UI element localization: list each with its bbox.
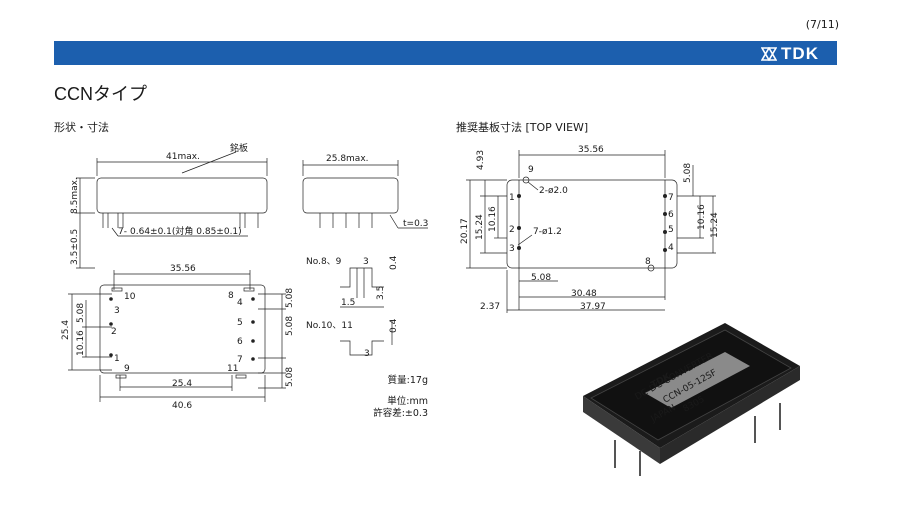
page-indicator: (7/11) — [805, 18, 839, 31]
pin-label: 8 — [228, 291, 234, 301]
header-band: TDK — [54, 41, 837, 65]
pcb-pin-label: 5 — [668, 225, 674, 235]
end-view-body — [302, 177, 399, 214]
dim-detail-3b: 3 — [364, 349, 370, 359]
dim-pcb-508: 5.08 — [683, 163, 693, 183]
pin-detail-label-b: No.10、11 — [306, 321, 353, 331]
pcb-pin-label: 6 — [668, 210, 674, 220]
dim-pcb-237: 2.37 — [480, 302, 500, 312]
dim-pcb-top-pitch: 35.56 — [578, 145, 604, 155]
dim-pin-standoff: 3.5±0.5 — [70, 229, 80, 265]
section-recommended-pcb: 推奨基板寸法 [TOP VIEW] — [456, 121, 589, 134]
pcb-pin-label: 7 — [668, 193, 674, 203]
note-tolerance: 許容差:±0.3 — [373, 408, 428, 419]
label-hole-small: 7-ø1.2 — [533, 227, 562, 237]
dim-pcb-2017: 20.17 — [460, 218, 470, 244]
pin-label: 7 — [237, 355, 243, 365]
dim-detail-04b: 0.4 — [389, 318, 399, 333]
section-shape-dimensions: 形状・寸法 — [54, 121, 109, 134]
dim-pcb-1016r: 10.16 — [697, 204, 707, 230]
pin-label: 9 — [124, 364, 130, 374]
dim-right-mid: 5.08 — [285, 316, 295, 336]
dim-overall: 40.6 — [172, 401, 192, 411]
dim-detail-15: 1.5 — [341, 298, 355, 308]
dim-pcb-1524: 15.24 — [475, 214, 485, 240]
pin-label: 3 — [114, 306, 120, 316]
pin-label: 10 — [124, 292, 136, 302]
brand-name: TDK — [781, 44, 819, 63]
pin-label: 6 — [237, 337, 243, 347]
dim-right-bot: 5.08 — [285, 367, 295, 387]
pin-label: 4 — [237, 298, 243, 308]
pin-label: 11 — [227, 364, 238, 374]
pin-detail-label-a: No.8、9 — [306, 257, 342, 267]
pcb-pin-label: 9 — [528, 165, 534, 175]
pcb-pin-label: 3 — [509, 244, 515, 254]
pin-label: 5 — [237, 318, 243, 328]
product-photo: TDK DC-DC CONVERTER CCN-05-12SF 8305 JAP… — [583, 323, 800, 476]
dim-pcb-493: 4.93 — [476, 150, 486, 170]
dim-thickness: t=0.3 — [403, 219, 428, 229]
note-weight: 質量:17g — [387, 375, 428, 386]
note-unit: 単位:mm — [387, 396, 428, 407]
pcb-pin-label: 2 — [509, 225, 515, 235]
pin-label: 1 — [114, 354, 120, 364]
dim-pitch-bottom: 25.4 — [172, 379, 192, 389]
pcb-pin-label: 4 — [668, 243, 674, 253]
label-nameplate: 銘板 — [230, 142, 248, 154]
pin-callout: 0.64±0.1(対角 0.85±0.1) — [130, 225, 242, 237]
pcb-footprint-outline — [506, 179, 678, 269]
pin-callout-prefix: 7- — [118, 227, 127, 237]
label-hole-big: 2-ø2.0 — [539, 186, 568, 196]
dim-pcb-1524r: 15.24 — [710, 212, 720, 238]
dim-left-total: 25.4 — [61, 320, 71, 340]
brand-logo: TDK — [761, 44, 819, 64]
bottom-view-body — [99, 284, 266, 374]
dim-detail-04: 0.4 — [389, 255, 399, 270]
dim-side-height: 8.5max. — [70, 177, 80, 214]
dim-left-a: 5.08 — [76, 303, 86, 323]
dim-pcb-508b: 5.08 — [531, 273, 551, 283]
dim-detail-35: 3.5 — [376, 286, 386, 300]
dim-end-width: 25.8max. — [326, 154, 369, 164]
dim-left-b: 10.16 — [76, 330, 86, 356]
page-title: CCNタイプ — [54, 84, 147, 104]
dim-detail-3: 3 — [363, 257, 369, 267]
pin-label: 2 — [111, 327, 117, 337]
dim-pitch-top: 35.56 — [170, 264, 196, 274]
pcb-pin-label: 1 — [509, 193, 515, 203]
dim-pcb-3048: 30.48 — [571, 289, 597, 299]
dim-pcb-3797: 37.97 — [580, 302, 606, 312]
dim-right-top: 5.08 — [285, 288, 295, 308]
dim-side-length: 41max. — [166, 152, 200, 162]
side-view-body — [96, 177, 268, 214]
dim-pcb-1016: 10.16 — [488, 206, 498, 232]
pcb-pin-label: 8 — [645, 257, 651, 267]
tdk-emblem-icon — [761, 47, 778, 61]
